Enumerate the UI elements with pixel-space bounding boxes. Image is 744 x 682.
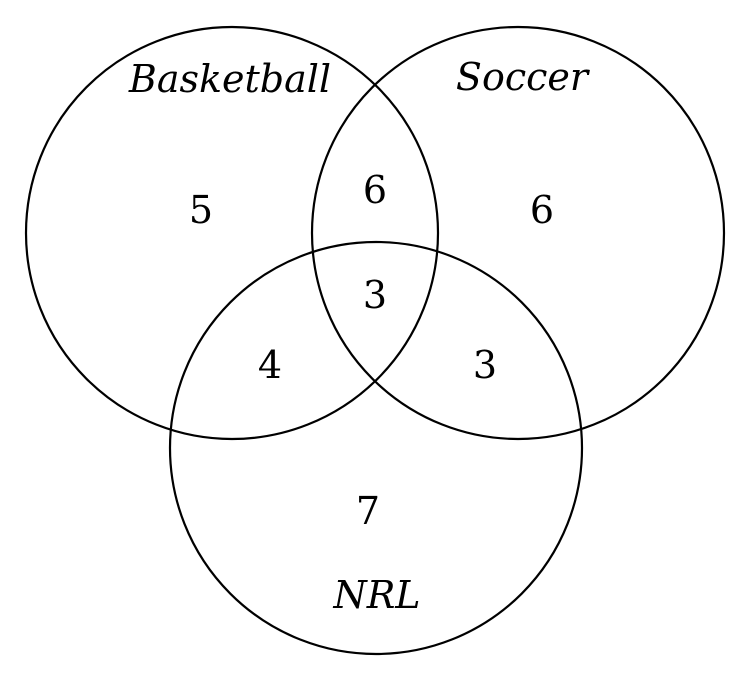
- basketball-nrl-value: 4: [258, 343, 282, 387]
- soccer-nrl-value: 3: [473, 343, 497, 387]
- soccer-label: Soccer: [456, 55, 591, 99]
- basketball-label: Basketball: [128, 57, 331, 101]
- nrl-circle: [168, 240, 584, 656]
- all-three-value: 3: [363, 273, 387, 317]
- nrl-label: NRL: [332, 573, 420, 617]
- basketball-only-value: 5: [189, 188, 213, 232]
- nrl-only-value: 7: [356, 489, 380, 533]
- basketball-circle: [24, 25, 440, 441]
- soccer-circle: [310, 25, 726, 441]
- basketball-soccer-value: 6: [363, 168, 387, 212]
- soccer-only-value: 6: [530, 188, 554, 232]
